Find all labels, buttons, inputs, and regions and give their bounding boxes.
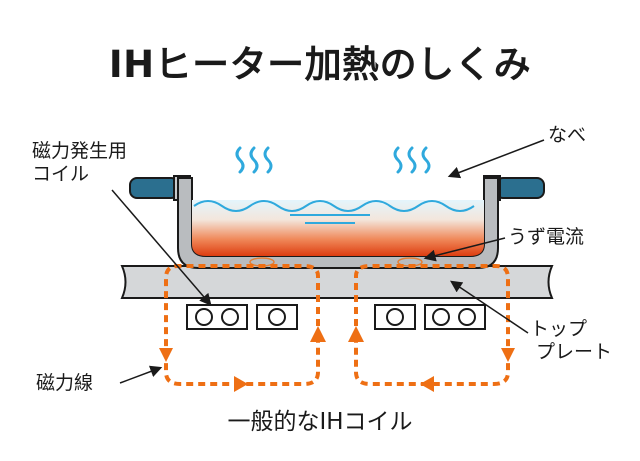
water-surface [193,200,475,212]
label-top-plate-line2: プレート [536,341,613,363]
pan [129,175,545,269]
diagram-caption: 一般的なIHコイル [227,409,413,435]
ih-coils [186,304,486,330]
top-plate [120,265,554,299]
label-eddy-current: うず電流 [508,226,585,248]
flux-arrow-icons [159,326,515,392]
label-coil-line2: コイル [32,163,90,185]
magnetic-flux-lines [164,264,510,386]
label-flux: 磁力線 [36,372,94,394]
label-top-plate: トップ プレート [530,318,612,364]
label-coil: 磁力発生用 コイル [32,140,127,186]
label-top-plate-line1: トップ [530,318,588,340]
steam-icon [235,146,431,174]
leader-lines [111,139,545,384]
label-nabe: なべ [548,124,587,146]
label-coil-line1: 磁力発生用 [32,140,128,162]
right-handle [495,177,545,199]
page-title: IHヒーター加熱のしくみ [108,43,532,86]
left-handle [129,177,179,199]
